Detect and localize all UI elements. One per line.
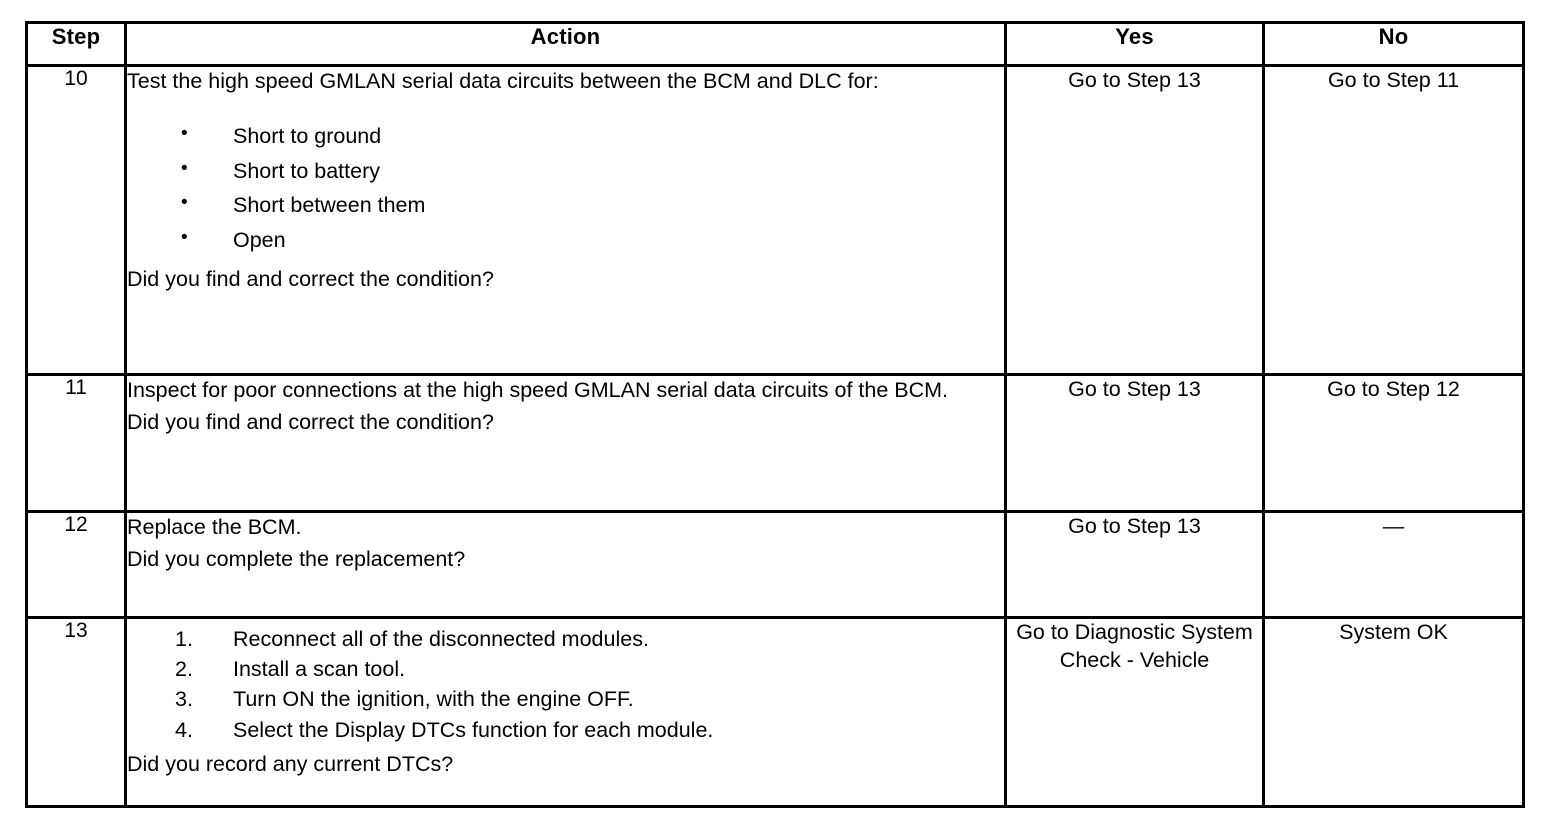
action-bullet-list: Short to ground Short to battery Short b… [127, 122, 1004, 261]
action-cell: Inspect for poor connections at the high… [124, 373, 1007, 513]
no-answer-cell: Go to Step 11 [1262, 64, 1525, 376]
action-cell: Reconnect all of the disconnected module… [124, 616, 1007, 808]
column-header-action: Action [124, 21, 1007, 67]
action-intro-text: Replace the BCM. [127, 515, 302, 539]
yes-answer-cell: Go to Step 13 [1004, 373, 1265, 513]
list-item: Open [127, 226, 1004, 255]
list-item: Select the Display DTCs function for eac… [175, 716, 714, 745]
no-answer-cell: System OK [1262, 616, 1525, 808]
column-header-yes: Yes [1004, 21, 1265, 67]
yes-answer-cell: Go to Step 13 [1004, 510, 1265, 619]
action-question-text: Did you record any current DTCs? [127, 751, 454, 776]
list-item: Short to battery [127, 157, 1004, 186]
table-row: 12 Replace the BCM. Did you complete the… [25, 510, 1525, 619]
action-intro-text: Inspect for poor connections at the high… [127, 378, 948, 402]
table-row: 11 Inspect for poor connections at the h… [25, 373, 1525, 513]
table-row: 13 Reconnect all of the disconnected mod… [25, 616, 1525, 808]
step-number-cell: 10 [25, 64, 127, 376]
action-cell: Test the high speed GMLAN serial data ci… [124, 64, 1007, 376]
list-item: Install a scan tool. [175, 655, 406, 684]
list-item: Short between them [127, 191, 1004, 220]
action-intro-text: Test the high speed GMLAN serial data ci… [127, 69, 879, 93]
action-question-text: Did you find and correct the condition? [127, 267, 494, 292]
yes-answer-cell: Go to Diagnostic System Check - Vehicle [1004, 616, 1265, 808]
no-answer-cell: — [1262, 510, 1525, 619]
action-cell: Replace the BCM. Did you complete the re… [124, 510, 1007, 619]
step-number-cell: 11 [25, 373, 127, 513]
list-item: Turn ON the ignition, with the engine OF… [175, 685, 634, 714]
step-number-cell: 12 [25, 510, 127, 619]
column-header-step: Step [25, 21, 127, 67]
action-question-text: Did you find and correct the condition? [127, 410, 494, 435]
action-numbered-list: Reconnect all of the disconnected module… [127, 625, 1004, 746]
action-question-text: Did you complete the replacement? [127, 547, 466, 572]
column-header-no: No [1262, 21, 1525, 67]
list-item: Short to ground [127, 122, 1004, 151]
yes-answer-cell: Go to Step 13 [1004, 64, 1265, 376]
diagnostic-procedure-table: Step Action Yes No 10 Test the high spee… [25, 21, 1525, 808]
no-answer-cell: Go to Step 12 [1262, 373, 1525, 513]
header-row: Step Action Yes No [25, 21, 1525, 67]
table-header: Step Action Yes No [25, 21, 1525, 67]
list-item: Reconnect all of the disconnected module… [175, 625, 649, 654]
table-row: 10 Test the high speed GMLAN serial data… [25, 64, 1525, 376]
step-number-cell: 13 [25, 616, 127, 808]
table-body: 10 Test the high speed GMLAN serial data… [25, 64, 1525, 808]
